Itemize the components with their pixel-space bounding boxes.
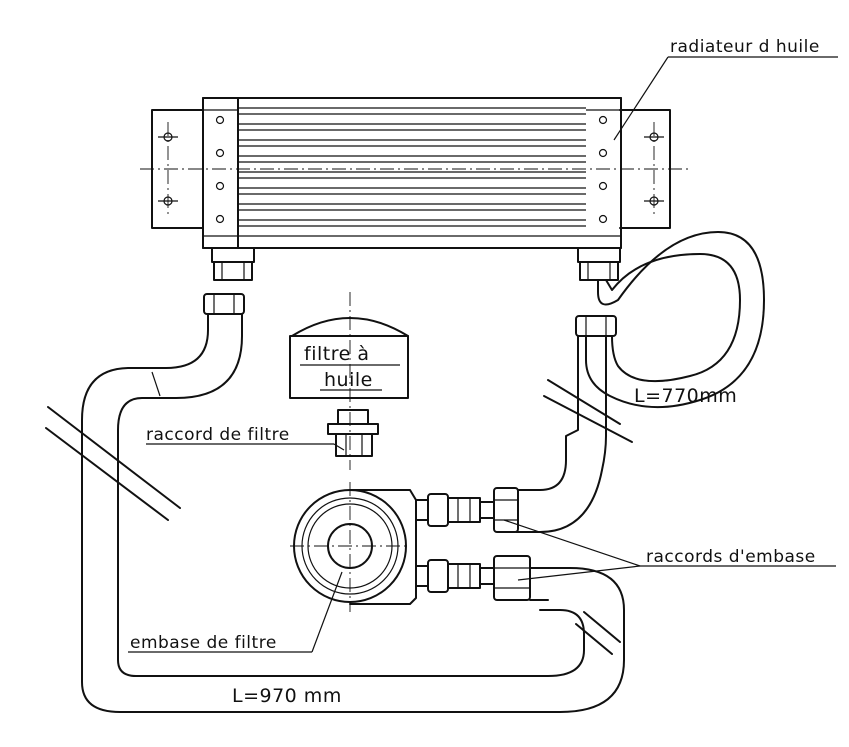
long-hose [81,293,625,713]
tank-bolts [215,115,608,224]
hose-nut-left [203,293,245,315]
filter-canister [289,335,409,399]
label-filter-base: embase de filtre [130,633,277,653]
right-end-tank [585,97,622,249]
base-fitting-upper [415,487,519,533]
oil-cooler [140,97,690,249]
left-end-tank [202,97,239,249]
label-filter-fitting: raccord de filtre [146,425,290,445]
filter-base [290,482,417,612]
label-hose-short-length: L=770mm [634,385,737,407]
label-oil-cooler: radiateur d huile [670,37,820,57]
cooler-right-fitting [577,247,621,281]
short-hose [515,231,765,533]
label-oil-filter-line1: filtre à [304,343,369,365]
leader-lines [128,56,838,653]
cooler-fins [238,107,586,237]
oil-filter [289,292,409,470]
hose-nut-right [575,315,617,337]
break-marks [45,379,633,521]
base-fitting-lower [415,555,549,601]
label-oil-filter-line2: huile [324,369,373,391]
cooler-left-fitting [211,247,255,281]
label-base-fittings: raccords d'embase [646,547,816,567]
filter-fitting [327,409,379,457]
label-hose-long-length: L=970 mm [232,685,342,707]
